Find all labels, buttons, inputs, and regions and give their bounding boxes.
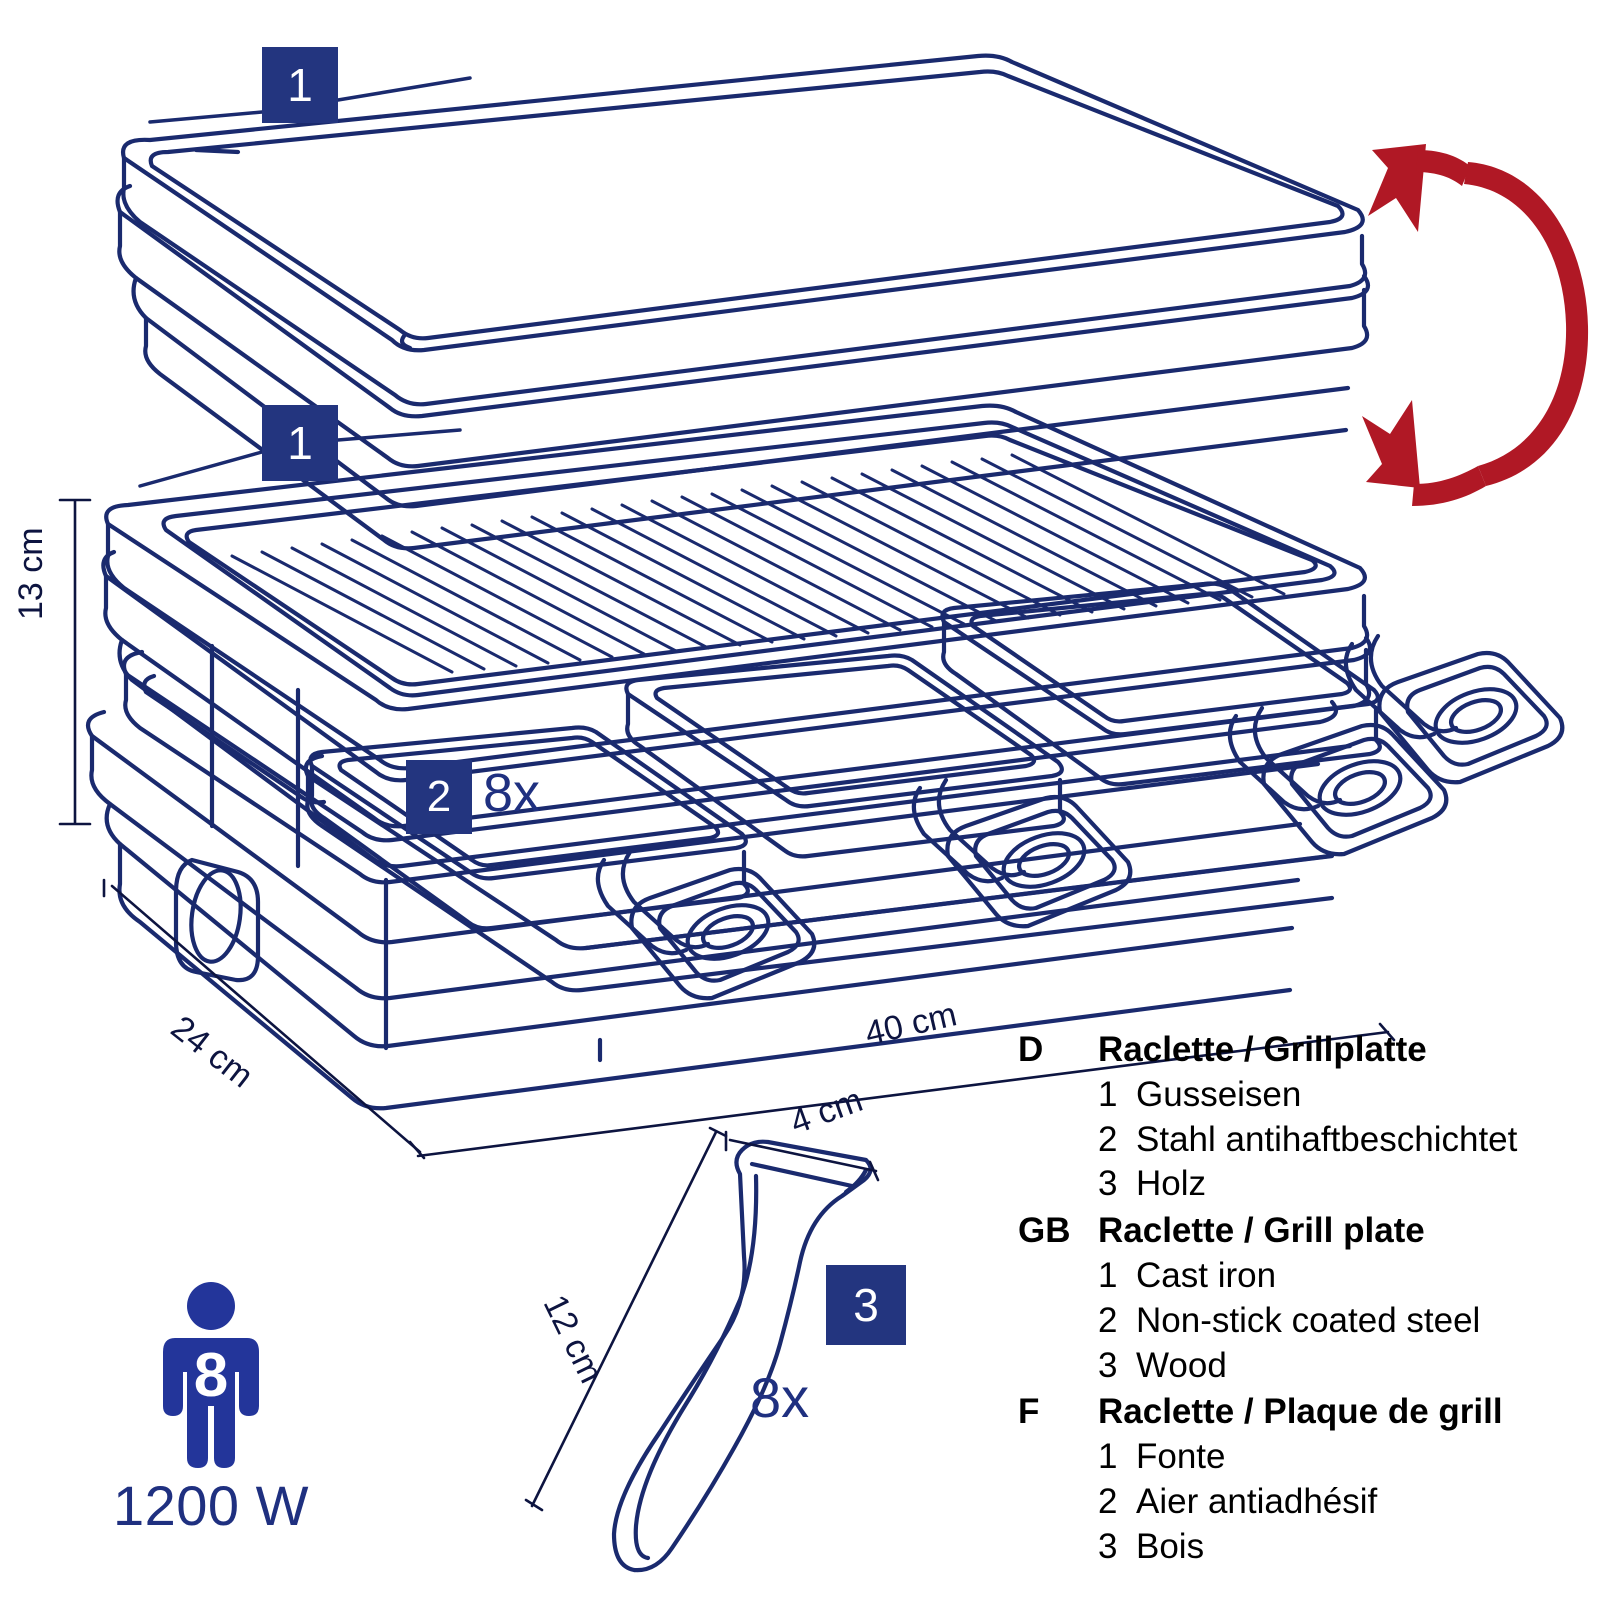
legend-item: 3 Wood — [1018, 1344, 1588, 1389]
raclette-pan — [940, 581, 1449, 857]
legend-item-text: Bois — [1136, 1526, 1205, 1566]
legend-item-text: Aier antiadhésif — [1136, 1481, 1378, 1521]
legend-group-gb: GB Raclette / Grill plate 1 Cast iron 2 … — [1018, 1209, 1588, 1388]
legend-title: Raclette / Grill plate — [1098, 1211, 1425, 1251]
wooden-spatula — [611, 1139, 873, 1573]
legend-item-text: Non-stick coated steel — [1136, 1300, 1481, 1340]
legend-item: 3 Holz — [1018, 1162, 1588, 1207]
raclette-pan — [624, 653, 1133, 929]
dimension-lines — [58, 498, 1396, 1160]
person-capacity-icon: 8 — [163, 1282, 259, 1468]
legend-group-de: D Raclette / Grillplatte 1 Gusseisen 2 S… — [1018, 1028, 1588, 1207]
legend-item-text: Wood — [1136, 1345, 1227, 1385]
legend-item-text: Cast iron — [1136, 1255, 1277, 1295]
legend-heading: GB Raclette / Grill plate — [1018, 1209, 1588, 1254]
grill-plate-ribbed — [101, 403, 1373, 869]
badge-part-3-spatula[interactable]: 3 — [826, 1265, 906, 1345]
legend-item: 3 Bois — [1018, 1525, 1588, 1570]
badge-part-1-grill[interactable]: 1 — [262, 405, 338, 481]
legend-item-number: 1 — [1098, 1074, 1118, 1114]
legend-item-number: 3 — [1098, 1345, 1118, 1385]
legend-item-number: 2 — [1098, 1119, 1118, 1159]
legend-title: Raclette / Plaque de grill — [1098, 1392, 1503, 1432]
legend-item: 1 Cast iron — [1018, 1254, 1588, 1299]
legend-item-number: 3 — [1098, 1164, 1118, 1204]
legend-item: 2 Stahl antihaftbeschichtet — [1018, 1118, 1588, 1163]
legend-item: 2 Aier antiadhésif — [1018, 1480, 1588, 1525]
legend-language-code: GB — [1018, 1211, 1071, 1251]
power-spec-block: 8 1200 W — [96, 1280, 326, 1534]
raclette-pans — [303, 581, 1565, 1001]
legend-item: 2 Non-stick coated steel — [1018, 1299, 1588, 1344]
legend-heading: F Raclette / Plaque de grill — [1018, 1390, 1588, 1435]
pan-quantity-label: 8x — [483, 763, 541, 823]
legend-language-code: F — [1018, 1392, 1040, 1432]
spatula-dimension-lines — [524, 1126, 880, 1512]
legend-item-number: 2 — [1098, 1300, 1118, 1340]
legend-title: Raclette / Grillplatte — [1098, 1030, 1427, 1069]
legend-item-number: 2 — [1098, 1481, 1118, 1521]
legend-heading: D Raclette / Grillplatte — [1018, 1028, 1588, 1073]
legend-item: 1 Gusseisen — [1018, 1073, 1588, 1118]
legend-item-text: Fonte — [1136, 1437, 1226, 1477]
legend-item-text: Gusseisen — [1136, 1074, 1302, 1114]
flip-rotation-arrow — [1362, 144, 1589, 506]
legend-item-number: 3 — [1098, 1526, 1118, 1566]
legend-item-text: Stahl antihaftbeschichtet — [1136, 1119, 1518, 1159]
wattage-label: 1200 W — [113, 1474, 309, 1537]
badge-part-2-pans[interactable]: 2 — [406, 760, 472, 834]
raclette-pan — [308, 725, 817, 1001]
badge-part-1-top[interactable]: 1 — [262, 47, 338, 123]
legend-item: 1 Fonte — [1018, 1435, 1588, 1480]
raclette-pan — [1343, 633, 1565, 785]
materials-legend: D Raclette / Grillplatte 1 Gusseisen 2 S… — [1018, 1028, 1588, 1572]
legend-group-fr: F Raclette / Plaque de grill 1 Fonte 2 A… — [1018, 1390, 1588, 1569]
person-count-value: 8 — [194, 1341, 228, 1410]
spatula-quantity-label: 8x — [750, 1366, 810, 1429]
legend-language-code: D — [1018, 1030, 1044, 1069]
dimension-height-label: 13 cm — [12, 527, 50, 620]
legend-item-number: 1 — [1098, 1437, 1118, 1477]
base-unit — [85, 643, 1339, 1111]
legend-item-number: 1 — [1098, 1255, 1118, 1295]
legend-item-text: Holz — [1136, 1164, 1207, 1204]
